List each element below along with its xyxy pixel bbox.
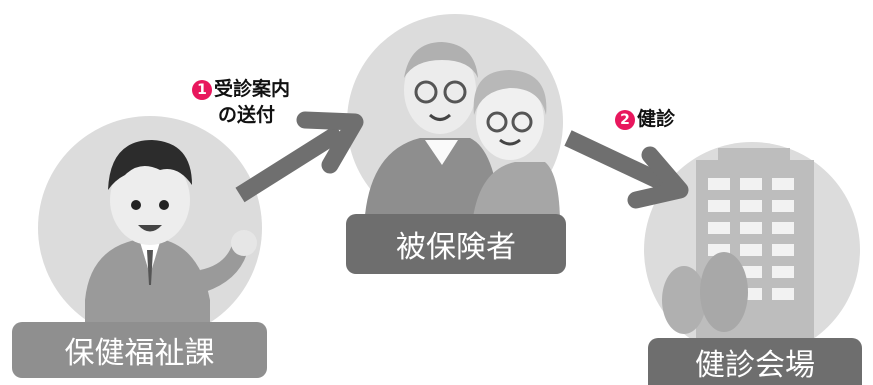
office-label: 保健福祉課 [12, 322, 267, 378]
step-1-number: 1 [192, 80, 212, 100]
arrow-checkup [564, 130, 689, 209]
insured-label: 被保険者 [346, 214, 566, 274]
step-1-line1: 受診案内 [214, 78, 291, 100]
building-icon [644, 142, 860, 358]
elderly-couple-icon [347, 14, 563, 230]
arrow-send [235, 111, 364, 203]
step-2-line1: 健診 [637, 108, 676, 130]
step-1-line2: の送付 [218, 104, 276, 126]
step-2-number: 2 [615, 110, 635, 130]
man-waving-icon [38, 116, 262, 340]
venue-label: 健診会場 [648, 338, 862, 385]
